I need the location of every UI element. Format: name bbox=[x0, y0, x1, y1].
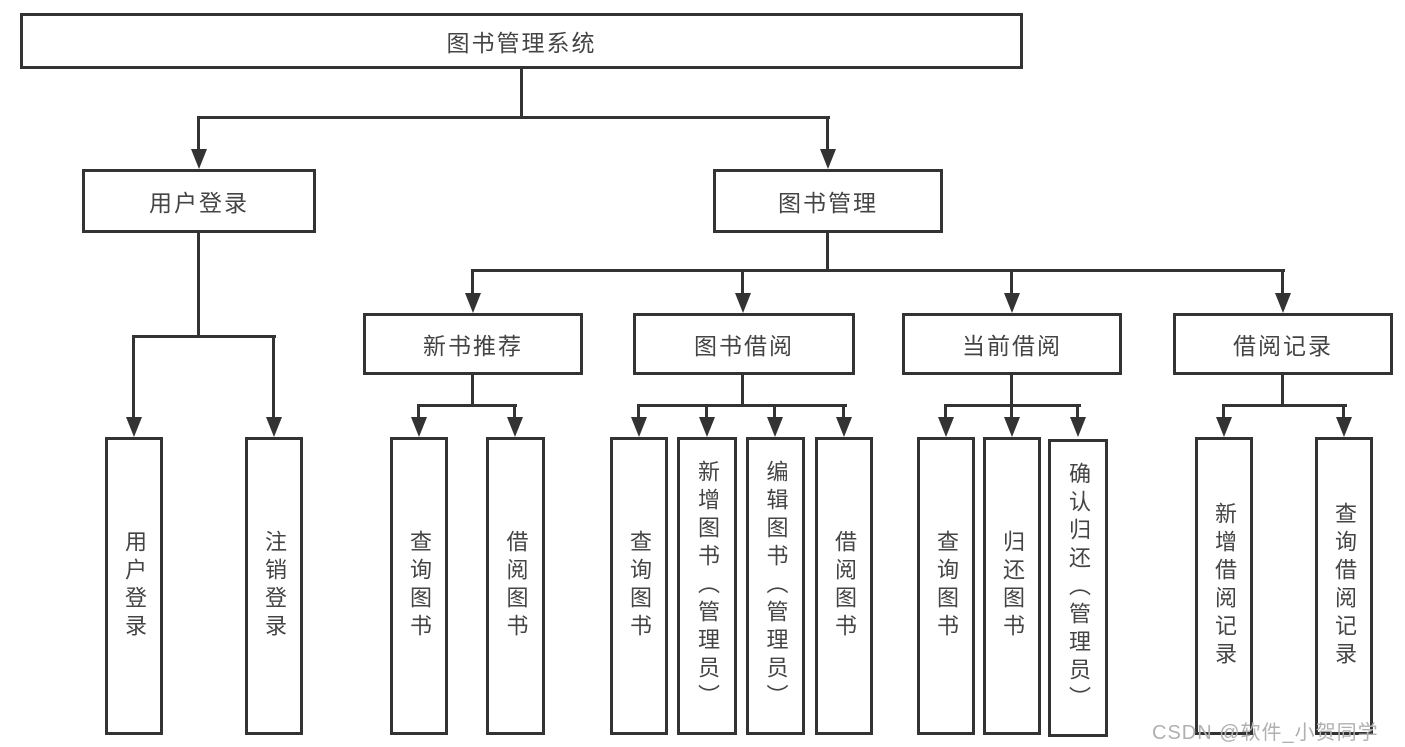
leaf-label: 查询借阅记录 bbox=[1332, 502, 1357, 670]
arrowhead-new-book bbox=[465, 293, 481, 313]
connector-user-login-stem bbox=[197, 233, 200, 336]
arrowhead bbox=[411, 417, 427, 437]
leaf-borrow-books-2: 借阅图书 bbox=[815, 437, 873, 735]
arrowhead bbox=[836, 417, 852, 437]
arrowhead-user-login bbox=[191, 149, 207, 169]
connector-drop bbox=[944, 404, 947, 422]
arrowhead bbox=[507, 417, 523, 437]
connector-drop bbox=[417, 404, 420, 422]
connector-drop-current-borrowing bbox=[1010, 269, 1013, 296]
leaf-edit-book-admin: 编辑图书（管理员） bbox=[746, 437, 805, 735]
connector-drop bbox=[773, 404, 776, 422]
leaf-label: 用户登录 bbox=[122, 530, 147, 642]
leaf-query-books-1: 查询图书 bbox=[390, 437, 448, 735]
leaf-label: 新增图书（管理员） bbox=[695, 460, 720, 712]
leaf-label: 编辑图书（管理员） bbox=[763, 460, 789, 712]
connector-drop-user-login bbox=[197, 116, 200, 154]
leaf-query-books-2: 查询图书 bbox=[610, 437, 668, 735]
connector-drop bbox=[1342, 404, 1345, 422]
leaf-user-login: 用户登录 bbox=[105, 437, 163, 735]
connector-root-stem bbox=[520, 69, 523, 117]
connector-drop bbox=[842, 404, 845, 422]
leaf-label: 查询图书 bbox=[934, 530, 959, 642]
leaf-return-books: 归还图书 bbox=[983, 437, 1041, 735]
connector-drop-borrowing-records bbox=[1281, 269, 1284, 296]
connector-book-borrowing-stem bbox=[741, 375, 744, 406]
arrowhead bbox=[631, 417, 647, 437]
node-current-borrowing: 当前借阅 bbox=[902, 313, 1122, 375]
connector-root-bar bbox=[197, 116, 830, 119]
leaf-add-borrow-record: 新增借阅记录 bbox=[1195, 437, 1253, 735]
leaf-confirm-return-admin: 确认归还（管理员） bbox=[1048, 439, 1108, 737]
arrowhead bbox=[767, 417, 783, 437]
connector-drop bbox=[513, 404, 516, 422]
leaf-label: 借阅图书 bbox=[832, 530, 857, 642]
connector-borrowing-records-bar bbox=[1222, 404, 1347, 407]
connector-drop-book-borrowing bbox=[741, 269, 744, 296]
connector-book-management-bar bbox=[471, 269, 1285, 272]
arrowhead-current-borrowing bbox=[1004, 293, 1020, 313]
connector-drop-leaf-user-login bbox=[132, 335, 135, 422]
connector-user-login-bar bbox=[132, 335, 276, 338]
arrowhead bbox=[1070, 417, 1086, 437]
node-book-management: 图书管理 bbox=[713, 169, 943, 233]
leaf-logout: 注销登录 bbox=[245, 437, 303, 735]
node-book-borrowing: 图书借阅 bbox=[633, 313, 855, 375]
csdn-watermark: CSDN @软件_小贺同学 bbox=[1152, 722, 1379, 744]
connector-borrowing-records-stem bbox=[1281, 375, 1284, 406]
leaf-label: 查询图书 bbox=[407, 530, 432, 642]
connector-drop bbox=[637, 404, 640, 422]
node-user-login: 用户登录 bbox=[82, 169, 316, 233]
leaf-add-book-admin: 新增图书（管理员） bbox=[677, 437, 737, 735]
connector-new-book-stem bbox=[471, 375, 474, 406]
node-new-book-recommendation: 新书推荐 bbox=[363, 313, 583, 375]
connector-book-borrowing-bar bbox=[637, 404, 847, 407]
arrowhead bbox=[938, 417, 954, 437]
leaf-query-books-3: 查询图书 bbox=[917, 437, 975, 735]
arrowhead bbox=[699, 417, 715, 437]
leaf-label: 新增借阅记录 bbox=[1212, 502, 1237, 670]
connector-drop-new-book bbox=[471, 269, 474, 296]
connector-drop bbox=[1010, 404, 1013, 422]
connector-drop bbox=[1076, 404, 1079, 422]
arrowhead-book-borrowing bbox=[735, 293, 751, 313]
leaf-label: 查询图书 bbox=[627, 530, 652, 642]
leaf-label: 注销登录 bbox=[262, 530, 287, 642]
connector-new-book-bar bbox=[417, 404, 517, 407]
leaf-query-borrow-record: 查询借阅记录 bbox=[1315, 437, 1373, 735]
arrowhead-leaf-user-login bbox=[126, 417, 142, 437]
node-borrowing-records: 借阅记录 bbox=[1173, 313, 1393, 375]
arrowhead-leaf-logout bbox=[266, 417, 282, 437]
node-library-management-system: 图书管理系统 bbox=[20, 13, 1023, 69]
connector-drop-book-management bbox=[826, 116, 829, 154]
arrowhead bbox=[1336, 417, 1352, 437]
leaf-label: 归还图书 bbox=[1000, 530, 1025, 642]
leaf-borrow-books-1: 借阅图书 bbox=[486, 437, 545, 735]
connector-drop bbox=[705, 404, 708, 422]
connector-current-borrowing-stem bbox=[1010, 375, 1013, 406]
arrowhead bbox=[1004, 417, 1020, 437]
connector-drop bbox=[1222, 404, 1225, 422]
leaf-label: 确认归还（管理员） bbox=[1066, 462, 1091, 714]
arrowhead-book-management bbox=[820, 149, 836, 169]
connector-drop-leaf-logout bbox=[272, 335, 275, 422]
arrowhead-borrowing-records bbox=[1275, 293, 1291, 313]
connector-book-management-stem bbox=[826, 233, 829, 271]
arrowhead bbox=[1216, 417, 1232, 437]
leaf-label: 借阅图书 bbox=[503, 530, 529, 642]
